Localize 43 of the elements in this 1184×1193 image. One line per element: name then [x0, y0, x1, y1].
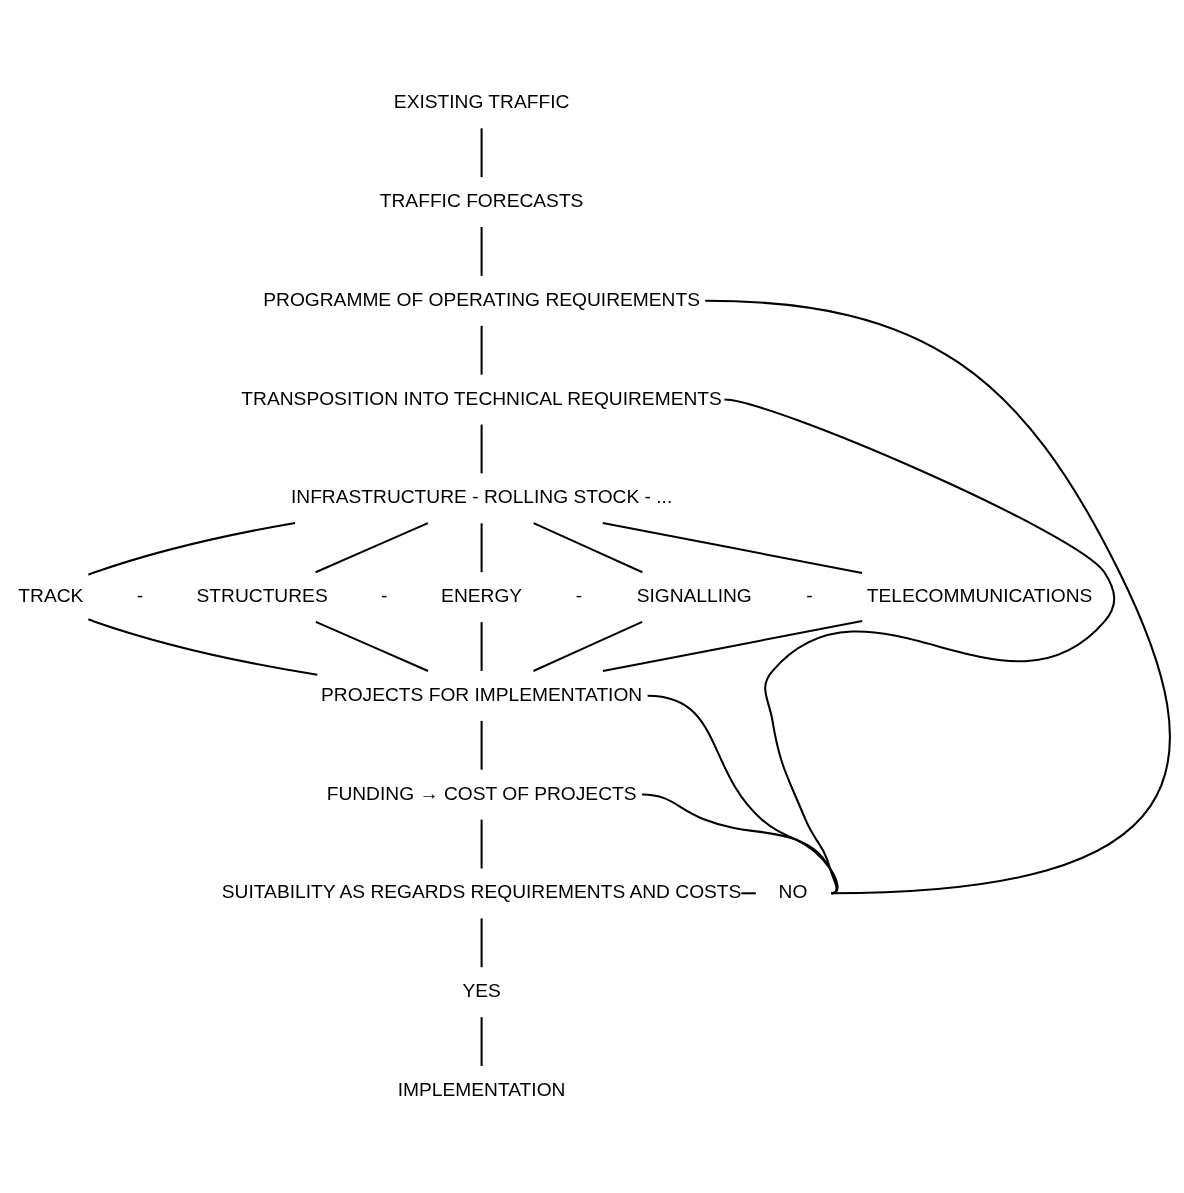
- node-text: SUITABILITY AS REGARDS REQUIREMENTS AND COSTS: [221, 880, 742, 902]
- connector: [480, 917, 483, 967]
- node-text: IMPLEMENTATION: [397, 1078, 566, 1100]
- connector: [88, 521, 296, 576]
- label: -: [575, 584, 583, 606]
- node-text: PROGRAMME OF OPERATING REQUIREMENTS: [263, 288, 700, 310]
- connector: [480, 1016, 483, 1066]
- node-text: TELECOMMUNICATIONS: [866, 584, 1093, 606]
- connector: [741, 891, 756, 894]
- connector: [705, 299, 1171, 894]
- label: -: [381, 584, 388, 606]
- node-text: FUNDING → COST OF PROJECTS: [326, 782, 637, 804]
- node-text: STRUCTURES: [196, 584, 328, 606]
- connector: [480, 424, 483, 473]
- node-text: ENERGY: [441, 584, 523, 606]
- connector: [88, 617, 318, 676]
- connector: [480, 720, 483, 770]
- connector: [480, 819, 483, 868]
- connector: [724, 397, 1115, 894]
- connector: [602, 619, 863, 672]
- connector: [533, 521, 643, 573]
- node-text: TRAFFIC FORECASTS: [379, 189, 584, 211]
- connector: [480, 127, 483, 177]
- label: -: [136, 584, 144, 606]
- connector: [480, 621, 483, 671]
- node-text: TRANSPOSITION INTO TECHNICAL REQUIREMENTS: [241, 387, 722, 409]
- label: -: [806, 584, 813, 606]
- connector: [480, 325, 483, 375]
- node-text: INFRASTRUCTURE - ROLLING STOCK - ...: [290, 485, 673, 507]
- connector: [642, 793, 839, 894]
- connector: [480, 522, 483, 572]
- connector: [480, 226, 483, 276]
- connector: [647, 694, 839, 894]
- connector: [602, 521, 863, 574]
- connector: [533, 620, 643, 672]
- node-text: PROJECTS FOR IMPLEMENTATION: [320, 683, 643, 705]
- connector: [315, 521, 429, 573]
- node-text: EXISTING TRAFFIC: [393, 90, 570, 112]
- node-text: NO: [778, 880, 808, 902]
- connector: [315, 620, 429, 672]
- node-text: TRACK: [18, 584, 84, 606]
- node-text: SIGNALLING: [636, 584, 752, 606]
- node-text: YES: [462, 979, 501, 1001]
